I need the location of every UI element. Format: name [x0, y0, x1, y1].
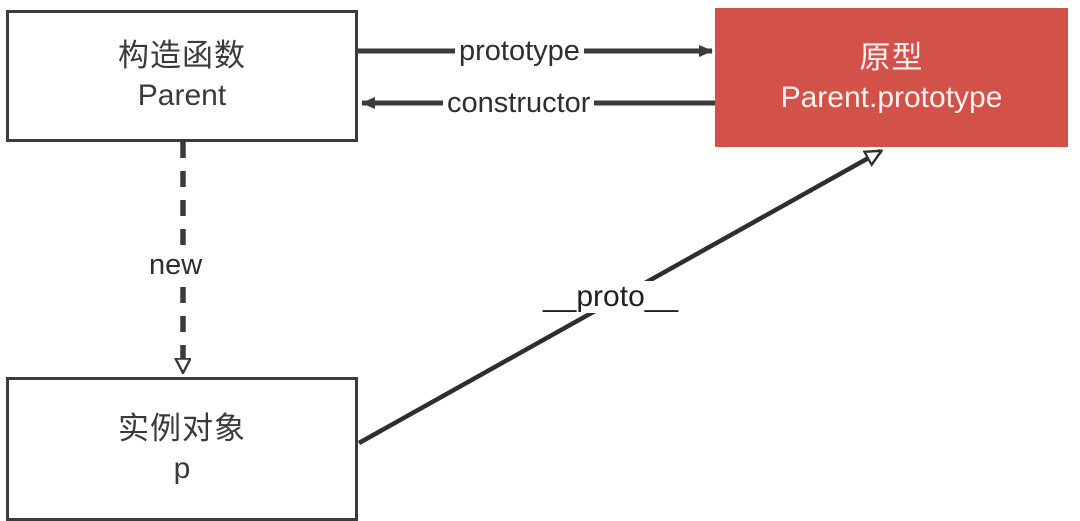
node-prototype-title: 原型 — [859, 39, 924, 75]
edge-label-prototype: prototype — [455, 36, 584, 66]
edge-label-constructor: constructor — [443, 88, 595, 118]
node-constructor-subtitle: Parent — [137, 79, 227, 112]
node-instance[interactable]: 实例对象 p — [6, 377, 358, 521]
node-instance-subtitle: p — [173, 452, 191, 485]
node-instance-title: 实例对象 — [118, 411, 246, 446]
node-constructor-title: 构造函数 — [118, 38, 246, 73]
node-prototype-subtitle: Parent.prototype — [780, 80, 1003, 114]
edge-label-proto: __proto__ — [537, 281, 685, 313]
node-constructor[interactable]: 构造函数 Parent — [6, 10, 358, 142]
edge-label-new: new — [143, 248, 209, 282]
node-prototype[interactable]: 原型 Parent.prototype — [715, 8, 1068, 147]
